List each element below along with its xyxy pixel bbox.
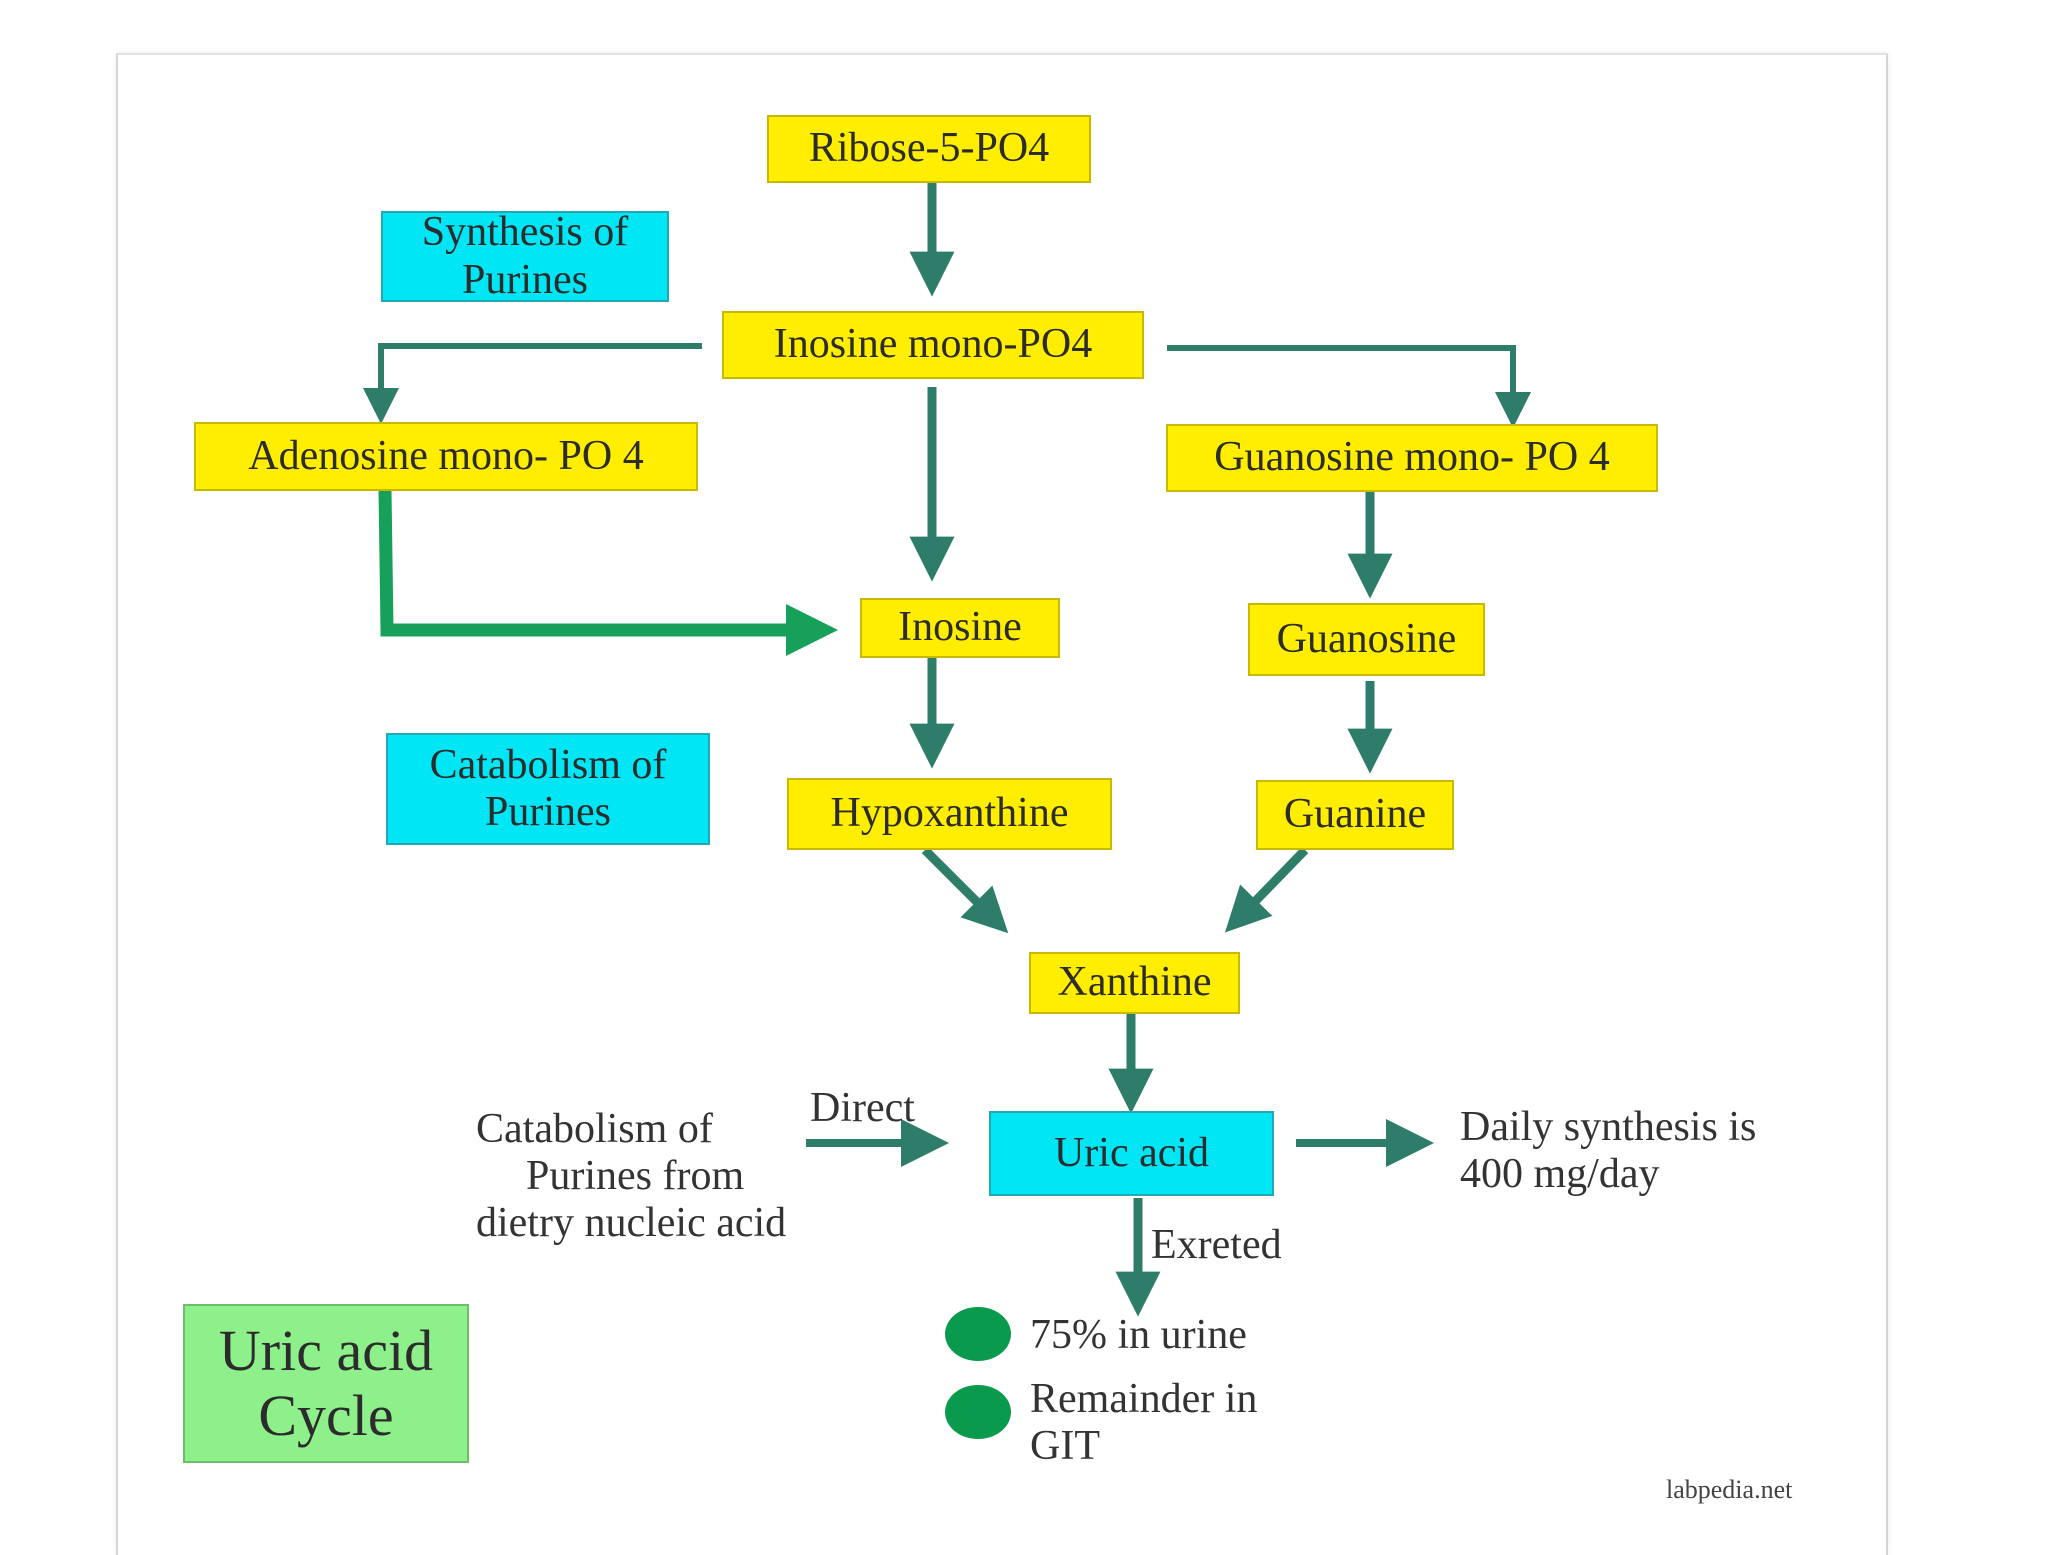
node-inosine-mono-po4: Inosine mono-PO4 [722, 311, 1144, 379]
arrow-hypoxanthine-to-xanthine [921, 846, 1009, 934]
node-label: Inosine [898, 604, 1022, 651]
excreted-label: Exreted [1151, 1222, 1282, 1268]
diet-catabolism-text: Catabolism of Purines from dietry nuclei… [476, 1106, 786, 1247]
diet-line-1: Catabolism of [476, 1106, 713, 1152]
node-label: Xanthine [1057, 959, 1212, 1006]
catabolism-line-1: Catabolism of [429, 741, 667, 788]
remainder-line-1: Remainder in [1030, 1376, 1258, 1422]
cycle-line-1: Uric acid [218, 1317, 434, 1383]
node-label: Hypoxanthine [830, 790, 1069, 837]
remainder-line-2: GIT [1030, 1423, 1100, 1470]
node-guanine: Guanine [1256, 780, 1454, 850]
arrow-guanine-to-xanthine [1224, 846, 1309, 933]
daily-line-2: 400 mg/day [1460, 1151, 1660, 1198]
urine-text: 75% in urine [1030, 1312, 1247, 1358]
node-label: Adenosine mono- PO 4 [248, 432, 644, 479]
bullet-dot-remainder [945, 1385, 1011, 1439]
remainder-text: Remainder in GIT [1030, 1376, 1257, 1470]
daily-synthesis-text: Daily synthesis is 400 mg/day [1460, 1104, 1756, 1198]
node-label: Guanosine [1276, 615, 1457, 662]
synthesis-line-1: Synthesis of [421, 209, 629, 256]
arrow-amp-to-inosine [378, 489, 838, 656]
diet-line-3: dietry nucleic acid [476, 1200, 787, 1247]
node-label: Uric acid [1053, 1129, 1210, 1176]
bullet-dot-urine [945, 1307, 1011, 1361]
label-catabolism-of-purines: Catabolism of Purines [386, 733, 710, 845]
node-label: Inosine mono-PO4 [773, 321, 1093, 368]
uric-acid-cycle-title: Uric acid Cycle [183, 1304, 469, 1463]
arrow-imp-to-gmp [1167, 345, 1531, 428]
node-ribose-5-po4: Ribose-5-PO4 [767, 115, 1091, 183]
node-label: Guanine [1283, 791, 1427, 838]
direct-label: Direct [810, 1085, 915, 1131]
node-guanosine: Guanosine [1248, 603, 1485, 676]
node-label: Ribose-5-PO4 [808, 125, 1050, 172]
daily-line-1: Daily synthesis is [1460, 1104, 1757, 1150]
node-guanosine-mono-po4: Guanosine mono- PO 4 [1166, 424, 1658, 492]
node-xanthine: Xanthine [1029, 952, 1240, 1014]
source-credit: labpedia.net [1666, 1475, 1793, 1504]
node-label: Guanosine mono- PO 4 [1214, 434, 1610, 481]
cycle-line-2: Cycle [258, 1382, 394, 1448]
node-uric-acid: Uric acid [989, 1111, 1274, 1196]
node-inosine: Inosine [860, 598, 1060, 658]
catabolism-line-2: Purines [485, 789, 611, 835]
node-hypoxanthine: Hypoxanthine [787, 778, 1112, 850]
node-adenosine-mono-po4: Adenosine mono- PO 4 [194, 422, 698, 491]
synthesis-line-2: Purines [462, 256, 588, 303]
diet-line-2: Purines from [526, 1153, 745, 1200]
arrow-imp-to-amp [363, 343, 702, 424]
label-synthesis-of-purines: Synthesis of Purines [381, 209, 669, 303]
